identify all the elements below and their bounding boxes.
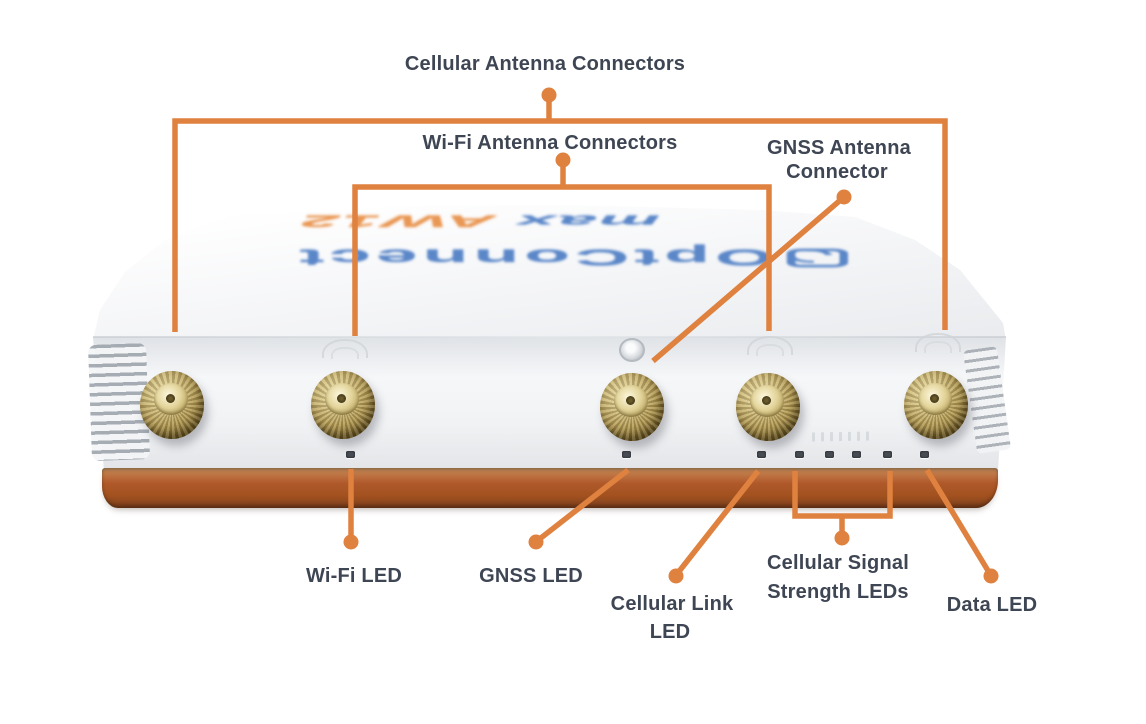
device-copper-base: [102, 468, 998, 508]
cellular-link-led-indicator: [757, 451, 766, 458]
wifi-led-dot: [343, 534, 359, 550]
etched-signal-mark: [811, 431, 875, 442]
cellular-link-led-label-line1: Cellular Link: [610, 593, 734, 615]
logo-brand-line: OptConnect: [294, 244, 848, 270]
logo-model-line: max AW12: [299, 211, 660, 230]
optconnect-logo-icon: [786, 248, 848, 268]
signal-strength-led-2: [825, 451, 834, 458]
data-led-dot: [983, 568, 999, 584]
connector-face: [918, 383, 952, 415]
device-top-front-crease: [93, 336, 1006, 338]
connector-pin: [762, 396, 771, 405]
wifi-antenna-connector-left: [311, 371, 375, 439]
connector-face: [325, 383, 359, 415]
cellular-antenna-dot: [541, 87, 557, 103]
cellular-link-led-label-line2: LED: [649, 621, 691, 643]
data-led-indicator: [920, 451, 929, 458]
signal-strength-led-4: [883, 451, 892, 458]
logo-model-prefix: max: [514, 211, 660, 230]
connector-pin: [166, 394, 175, 403]
data-led-label: Data LED: [946, 594, 1038, 616]
wifi-antenna-connectors-label: Wi-Fi Antenna Connectors: [422, 132, 678, 154]
gnss-antenna-connector-label-line1: GNSS Antenna: [767, 137, 911, 159]
cellular-antenna-connector-left: [140, 371, 204, 439]
cellular-antenna-connector-right: [904, 371, 968, 439]
gnss-led-indicator: [622, 451, 631, 458]
gnss-antenna-connector-label-line2: Connector: [786, 161, 888, 183]
gnss-led-dot: [528, 534, 544, 550]
signal-strength-dot: [834, 530, 850, 546]
gnss-antenna-connector: [600, 373, 664, 441]
connector-pin: [626, 396, 635, 405]
connector-face: [154, 383, 188, 415]
cellular-link-led-dot: [668, 568, 684, 584]
device-logo-upside-down: OptConnect max AW12: [283, 200, 848, 270]
wifi-led-indicator: [346, 451, 355, 458]
cellular-antenna-connectors-label: Cellular Antenna Connectors: [404, 53, 686, 75]
cellular-signal-strength-leds-label-line1: Cellular Signal: [767, 552, 909, 574]
wifi-led-label: Wi-Fi LED: [305, 565, 403, 587]
connector-face: [750, 385, 784, 417]
gnss-connector-hole: [619, 338, 645, 362]
gnss-led-label: GNSS LED: [479, 565, 583, 587]
signal-strength-led-1: [795, 451, 804, 458]
wifi-antenna-connector-right: [736, 373, 800, 441]
signal-strength-led-3: [852, 451, 861, 458]
connector-face: [614, 385, 648, 417]
logo-model-number: AW12: [298, 211, 497, 230]
logo-brand-text: OptConnect: [294, 244, 774, 270]
connector-pin: [337, 394, 346, 403]
connector-pin: [930, 394, 939, 403]
cellular-signal-strength-leds-label-line2: Strength LEDs: [767, 581, 909, 603]
device-front-face: [93, 337, 1006, 471]
